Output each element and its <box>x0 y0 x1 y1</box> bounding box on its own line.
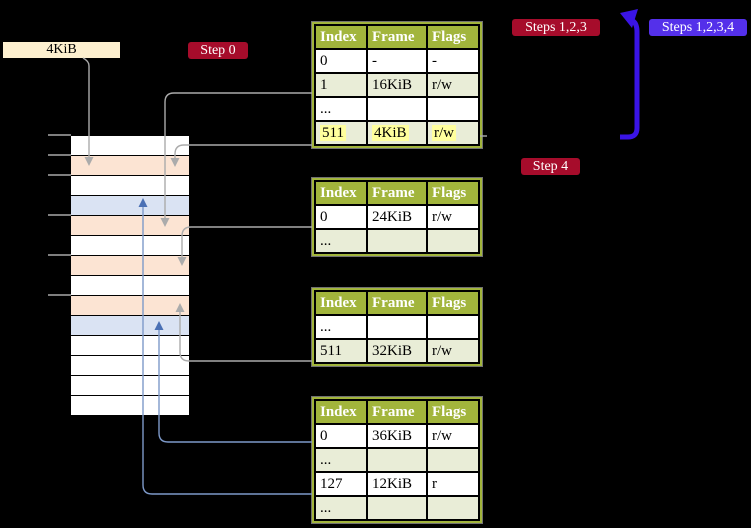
table-row: ... <box>316 98 478 120</box>
physical-memory-column <box>71 135 189 416</box>
table-cell <box>368 449 426 471</box>
frame-size-label: 4KiB <box>3 42 120 58</box>
memory-frame-row <box>71 236 189 256</box>
memory-frame-row <box>71 216 189 236</box>
table-cell: 127 <box>316 473 366 495</box>
step4-badge: Step 4 <box>521 158 580 175</box>
column-header: Frame <box>368 292 426 314</box>
arrow-table1-entry511-to-memory <box>170 144 312 167</box>
arrow-table3-entry511-to-memory <box>175 303 312 362</box>
table-cell: 12KiB <box>368 473 426 495</box>
memory-frame-row <box>71 376 189 396</box>
table-cell: r/w <box>428 340 478 362</box>
memory-tick <box>48 294 71 296</box>
table-cell <box>428 497 478 519</box>
memory-tick <box>48 254 71 256</box>
table-cell: 511 <box>316 340 366 362</box>
memory-frame-row <box>71 136 189 156</box>
steps123-badge: Steps 1,2,3 <box>512 19 600 36</box>
table-cell: ... <box>316 98 366 120</box>
column-header: Flags <box>428 182 478 204</box>
memory-tick <box>48 134 71 136</box>
memory-frame-row <box>71 156 189 176</box>
column-header: Frame <box>368 401 426 423</box>
memory-frame-row <box>71 396 189 416</box>
table-cell: - <box>428 50 478 72</box>
table-cell: 511 <box>316 122 366 144</box>
memory-frame-row <box>71 356 189 376</box>
column-header: Index <box>316 292 366 314</box>
table-cell <box>368 316 426 338</box>
arrow-translation-loop <box>620 9 640 140</box>
memory-frame-row <box>71 316 189 336</box>
step0-badge: Step 0 <box>188 42 248 59</box>
table-cell <box>428 449 478 471</box>
column-header: Index <box>316 182 366 204</box>
table-cell: 0 <box>316 425 366 447</box>
memory-frame-row <box>71 256 189 276</box>
memory-frame-row <box>71 276 189 296</box>
column-header: Flags <box>428 26 478 48</box>
memory-tick <box>48 174 71 176</box>
table-cell: r <box>428 473 478 495</box>
column-header: Index <box>316 26 366 48</box>
table-cell: 4KiB <box>368 122 426 144</box>
table-cell: r/w <box>428 74 478 96</box>
column-header: Index <box>316 401 366 423</box>
table-cell <box>428 98 478 120</box>
table-row: ... <box>316 316 478 338</box>
arrow-table2-entry0-to-memory <box>177 226 312 266</box>
table-cell: ... <box>316 316 366 338</box>
table-cell: 0 <box>316 50 366 72</box>
table-cell: 1 <box>316 74 366 96</box>
column-header: Frame <box>368 182 426 204</box>
column-header: Flags <box>428 292 478 314</box>
table-cell: 0 <box>316 206 366 228</box>
table-cell: ... <box>316 497 366 519</box>
table-cell: r/w <box>428 122 478 144</box>
steps1234-badge: Steps 1,2,3,4 <box>649 19 747 36</box>
memory-frame-row <box>71 336 189 356</box>
table-cell <box>368 98 426 120</box>
memory-frame-row <box>71 296 189 316</box>
memory-frame-row <box>71 176 189 196</box>
table-cell: ... <box>316 230 366 252</box>
table-cell <box>428 230 478 252</box>
table-row: ... <box>316 230 478 252</box>
column-header: Frame <box>368 26 426 48</box>
memory-tick <box>48 154 71 156</box>
memory-tick <box>48 214 71 216</box>
table-cell: - <box>368 50 426 72</box>
table-row: 0-- <box>316 50 478 72</box>
table-row: ... <box>316 449 478 471</box>
table-cell: 36KiB <box>368 425 426 447</box>
table-cell: r/w <box>428 206 478 228</box>
table-row: ... <box>316 497 478 519</box>
table-cell: r/w <box>428 425 478 447</box>
table-cell: 24KiB <box>368 206 426 228</box>
table-cell <box>368 230 426 252</box>
table-cell: ... <box>316 449 366 471</box>
memory-frame-row <box>71 196 189 216</box>
table-cell: 16KiB <box>368 74 426 96</box>
table-cell <box>428 316 478 338</box>
column-header: Flags <box>428 401 478 423</box>
table-cell <box>368 497 426 519</box>
table-cell: 32KiB <box>368 340 426 362</box>
